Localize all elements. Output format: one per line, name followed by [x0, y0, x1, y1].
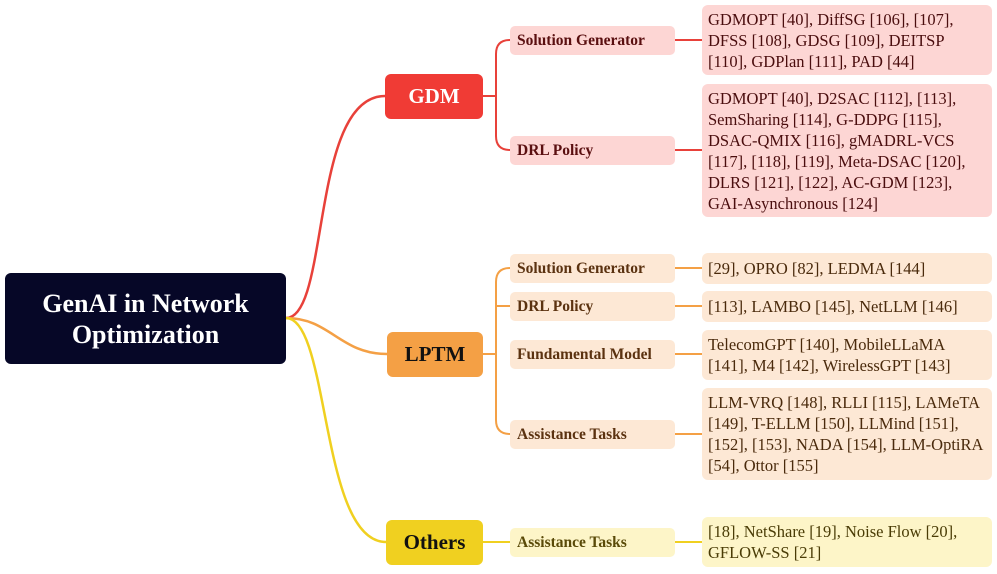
root-node: GenAI in Network Optimization — [5, 273, 286, 364]
lptm-solution-generator-label: Solution Generator — [517, 259, 645, 277]
category-others-label: Others — [403, 530, 466, 554]
lptm-solution-generator-refs-text: [29], OPRO [82], LEDMA [144] — [708, 259, 926, 278]
lptm-assistance-tasks-refs-text: LLM-VRQ [148], RLLI [115], LAMeTA [149],… — [708, 393, 983, 475]
edge-root-gdm — [285, 94, 386, 320]
lptm-drl-policy: DRL Policy — [510, 292, 675, 321]
gdm-drl-policy: DRL Policy — [510, 136, 675, 165]
lptm-drl-policy-refs-text: [113], LAMBO [145], NetLLM [146] — [708, 297, 958, 316]
lptm-fundamental-model-refs: TelecomGPT [140], MobileLLaMA [141], M4 … — [702, 330, 992, 380]
lptm-fundamental-model: Fundamental Model — [510, 340, 675, 369]
lptm-fundamental-model-label: Fundamental Model — [517, 345, 652, 363]
category-lptm: LPTM — [387, 332, 483, 377]
category-gdm-label: GDM — [408, 84, 460, 108]
gdm-drl-policy-refs: GDMOPT [40], D2SAC [112], [113], SemShar… — [702, 84, 992, 217]
others-assistance-tasks-refs-text: [18], NetShare [19], Noise Flow [20], GF… — [708, 522, 958, 562]
lptm-assistance-tasks-label: Assistance Tasks — [517, 425, 627, 443]
category-lptm-label: LPTM — [404, 342, 466, 366]
edge-root-lptm — [285, 316, 388, 356]
others-assistance-tasks-label: Assistance Tasks — [517, 533, 627, 551]
category-gdm: GDM — [385, 74, 483, 119]
gdm-solution-generator-refs: GDMOPT [40], DiffSG [106], [107], DFSS [… — [702, 5, 992, 75]
lptm-drl-policy-label: DRL Policy — [517, 297, 594, 315]
gdm-drl-policy-refs-text: GDMOPT [40], D2SAC [112], [113], SemShar… — [708, 88, 966, 213]
lptm-drl-policy-refs: [113], LAMBO [145], NetLLM [146] — [702, 291, 992, 322]
lptm-solution-generator-refs: [29], OPRO [82], LEDMA [144] — [702, 253, 992, 284]
category-others: Others — [386, 520, 483, 565]
others-assistance-tasks-refs: [18], NetShare [19], Noise Flow [20], GF… — [702, 517, 992, 567]
gdm-solution-generator-label: Solution Generator — [517, 31, 645, 49]
gdm-bracket — [483, 39, 702, 151]
root-title: GenAI in Network Optimization — [42, 288, 249, 349]
others-assistance-tasks: Assistance Tasks — [510, 528, 675, 557]
gdm-solution-generator-refs-text: GDMOPT [40], DiffSG [106], [107], DFSS [… — [708, 9, 954, 71]
lptm-assistance-tasks: Assistance Tasks — [510, 420, 675, 449]
edge-root-others — [285, 316, 387, 544]
lptm-fundamental-model-refs-text: TelecomGPT [140], MobileLLaMA [141], M4 … — [708, 335, 951, 375]
gdm-drl-policy-label: DRL Policy — [517, 141, 594, 159]
lptm-solution-generator: Solution Generator — [510, 254, 675, 283]
lptm-assistance-tasks-refs: LLM-VRQ [148], RLLI [115], LAMeTA [149],… — [702, 388, 992, 480]
lptm-bracket — [483, 267, 702, 435]
gdm-solution-generator: Solution Generator — [510, 26, 675, 55]
